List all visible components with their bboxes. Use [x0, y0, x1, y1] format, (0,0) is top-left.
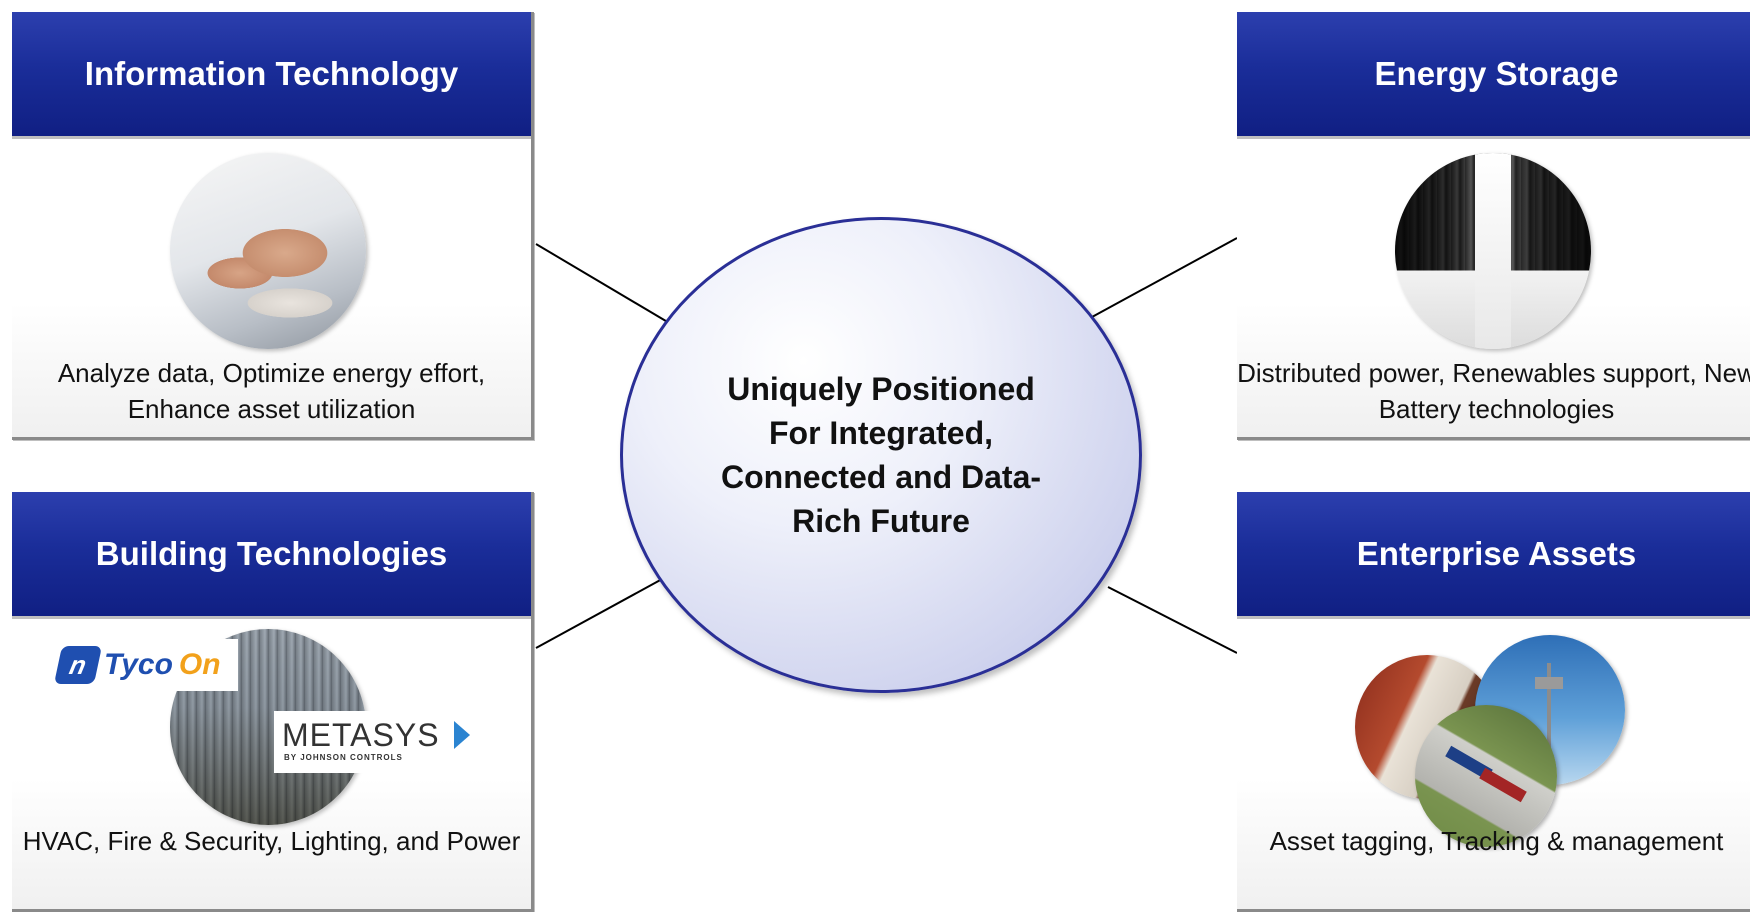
card-title: Energy Storage [1237, 12, 1750, 139]
tyco-on-logo: n Tyco On [53, 639, 238, 691]
tyco-mark-icon: n [53, 646, 103, 684]
card-energy-storage: Energy Storage Distributed power, Renewa… [1237, 12, 1750, 440]
truck-shape [1479, 767, 1527, 803]
center-label: Uniquely Positioned For Integrated, Conn… [720, 371, 1042, 539]
connector-ea [1107, 586, 1238, 654]
card-description: Analyze data, Optimize energy effort, En… [57, 358, 486, 424]
card-body: Asset tagging, Tracking & management [1237, 619, 1750, 909]
tower-antenna [1535, 677, 1563, 689]
card-body: Distributed power, Renewables support, N… [1237, 139, 1750, 437]
aisle-highlight [1475, 153, 1511, 349]
card-body: Analyze data, Optimize energy effort, En… [12, 139, 531, 437]
server-room-photo [1395, 153, 1591, 349]
card-title: Building Technologies [12, 492, 531, 619]
card-title: Enterprise Assets [1237, 492, 1750, 619]
connector-bt [535, 577, 665, 649]
center-ellipse: Uniquely Positioned For Integrated, Conn… [620, 217, 1142, 693]
metasys-arrow-icon [454, 721, 470, 749]
card-description: Asset tagging, Tracking & management [1269, 826, 1724, 856]
card-building-technologies: Building Technologies n Tyco On METASYS … [12, 492, 534, 912]
metasys-logo: METASYS BY JOHNSON CONTROLS [274, 711, 474, 773]
tower-mast [1547, 663, 1551, 783]
card-description: Distributed power, Renewables support, N… [1237, 358, 1750, 424]
card-body: n Tyco On METASYS BY JOHNSON CONTROLS HV… [12, 619, 531, 909]
keyboard-typing-photo [170, 153, 366, 349]
connector-es [1091, 237, 1238, 318]
card-title: Information Technology [12, 12, 531, 139]
connector-it [535, 243, 677, 328]
trucks-highway-photo [1415, 705, 1557, 847]
card-information-technology: Information Technology Analyze data, Opt… [12, 12, 534, 440]
card-description: HVAC, Fire & Security, Lighting, and Pow… [22, 826, 521, 856]
card-enterprise-assets: Enterprise Assets Asset tagging, Trackin… [1237, 492, 1750, 912]
